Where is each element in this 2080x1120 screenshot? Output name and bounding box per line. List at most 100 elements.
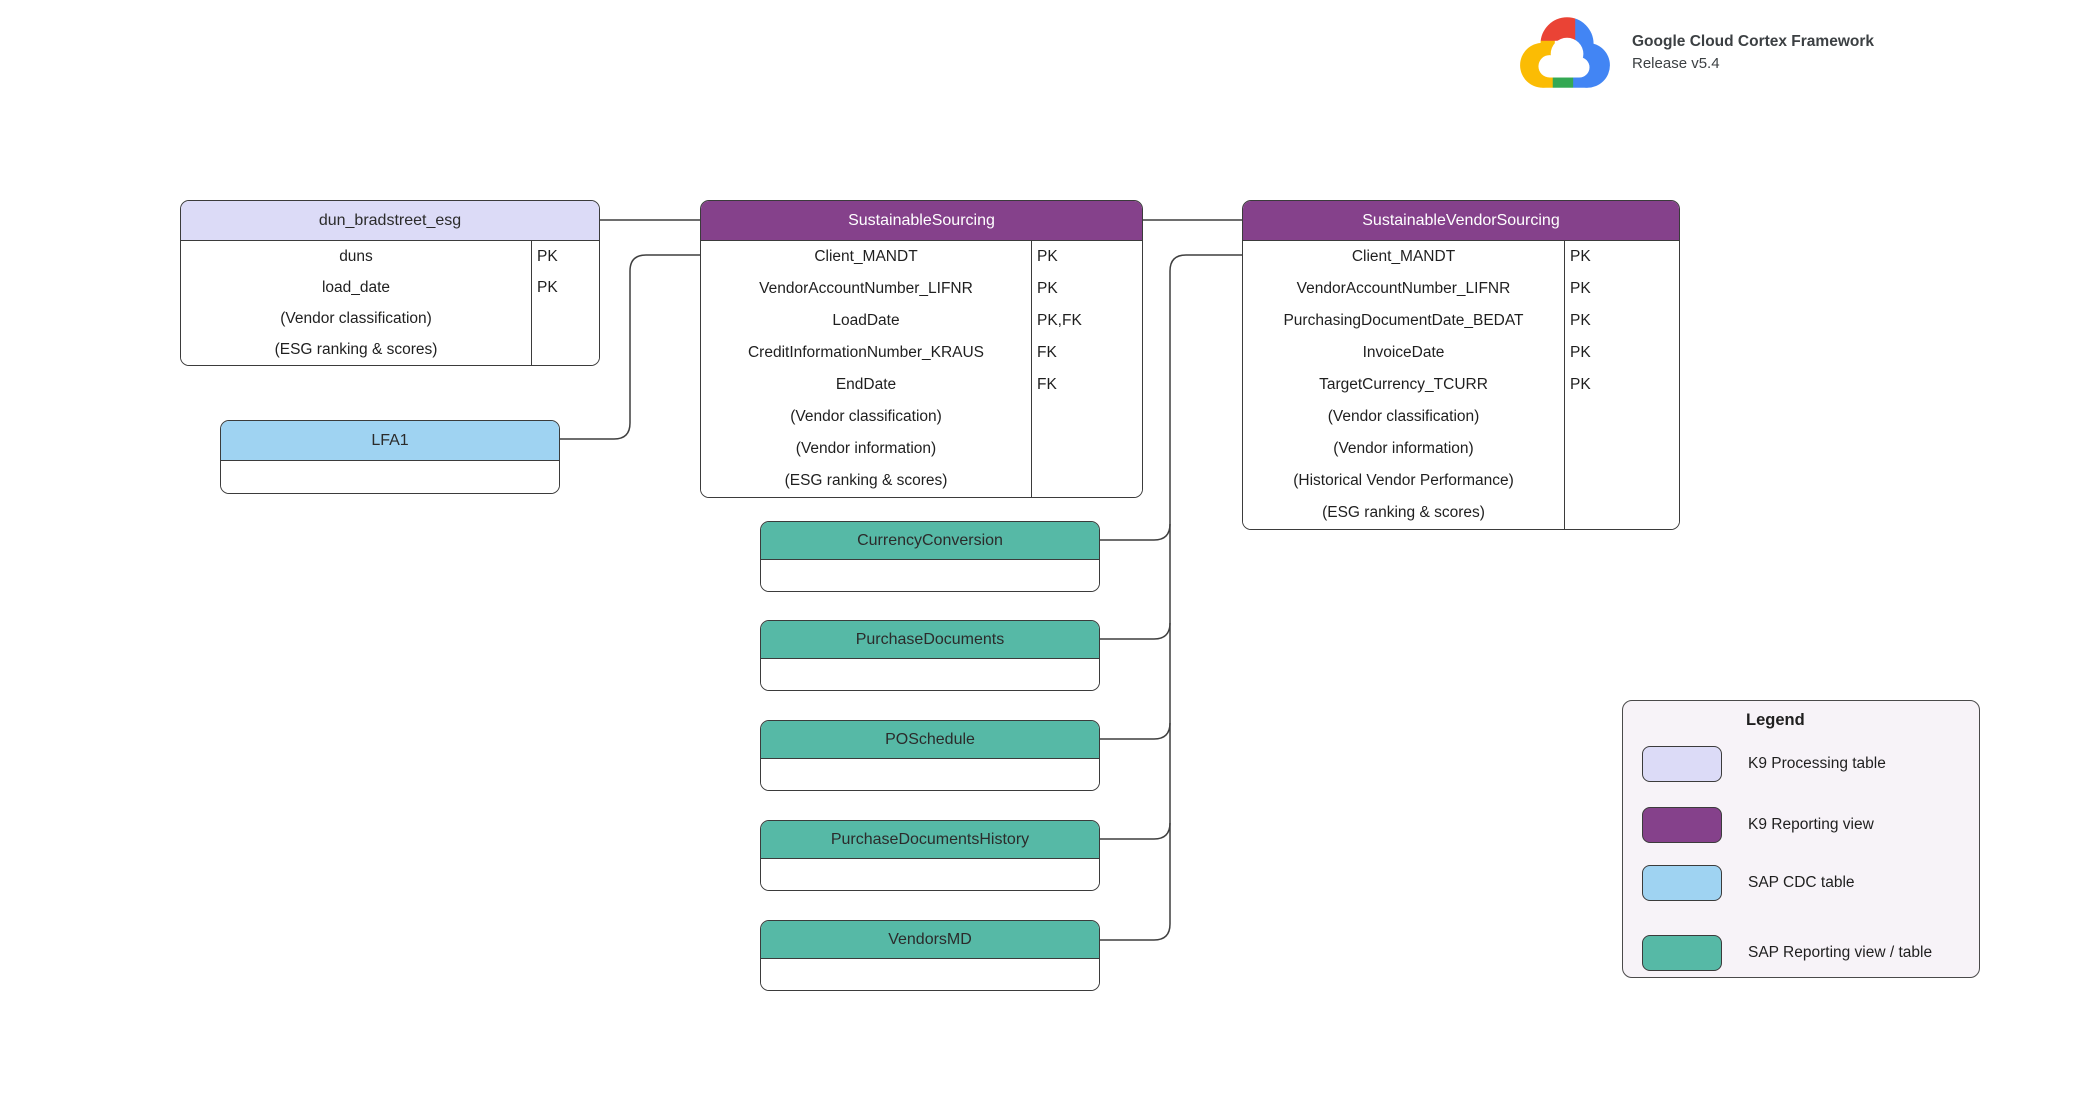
legend-label: K9 Reporting view	[1748, 816, 1874, 833]
legend-swatch-k9-reporting-view	[1642, 807, 1722, 843]
brand-text: Google Cloud Cortex Framework Release v5…	[1632, 33, 1874, 72]
entity-row: CreditInformationNumber_KRAUS FK	[701, 337, 1142, 369]
entity-title-LFA1: LFA1	[221, 421, 559, 461]
field-key: PK	[1570, 344, 1591, 361]
entity-title-dun_bradstreet_esg: dun_bradstreet_esg	[181, 201, 599, 241]
field-key: PK	[1570, 312, 1591, 329]
field-key: PK	[1037, 280, 1058, 297]
legend-swatch-sap-reporting-view-table	[1642, 935, 1722, 971]
legend-label: SAP CDC table	[1748, 874, 1855, 891]
legend-title: Legend	[1746, 711, 1805, 729]
field-name: (ESG ranking & scores)	[274, 340, 438, 358]
entity-row: (Vendor classification)	[701, 401, 1142, 433]
brand-header: Google Cloud Cortex Framework Release v5…	[1516, 12, 1874, 92]
entity-title-SustainableVendorSourcing: SustainableVendorSourcing	[1243, 201, 1679, 241]
field-key: PK	[537, 247, 558, 265]
field-key: FK	[1037, 344, 1057, 361]
brand-title: Google Cloud Cortex Framework	[1632, 32, 1875, 50]
edge-PurchaseDocumentsHistory-trunk	[1100, 822, 1171, 840]
legend-label: SAP Reporting view / table	[1748, 944, 1933, 961]
entity-row: Client_MANDT PK	[1243, 241, 1679, 273]
legend-label: K9 Processing table	[1748, 755, 1886, 772]
field-name: TargetCurrency_TCURR	[1319, 376, 1488, 393]
entity-title-PurchaseDocumentsHistory: PurchaseDocumentsHistory	[761, 821, 1099, 859]
field-name: (ESG ranking & scores)	[784, 472, 948, 489]
field-name: VendorAccountNumber_LIFNR	[759, 280, 973, 297]
field-key: PK	[1037, 248, 1058, 265]
field-name: Client_MANDT	[1351, 248, 1456, 265]
google-cloud-logo	[1516, 12, 1614, 92]
legend-item-k9-reporting-view: K9 Reporting view	[1642, 807, 1874, 843]
field-name: CreditInformationNumber_KRAUS	[747, 344, 985, 361]
edge-LFA1-SustainableSourcing	[560, 254, 700, 440]
entity-row: (ESG ranking & scores)	[181, 334, 599, 365]
entity-CurrencyConversion: CurrencyConversion	[760, 521, 1100, 592]
legend-swatch-k9-processing-table	[1642, 746, 1722, 782]
entity-title-SustainableSourcing: SustainableSourcing	[701, 201, 1142, 241]
field-key: PK	[1570, 280, 1591, 297]
entity-row: (ESG ranking & scores)	[701, 465, 1142, 497]
entity-row: (Vendor information)	[701, 433, 1142, 465]
entity-row: duns PK	[181, 241, 599, 272]
entity-VendorsMD: VendorsMD	[760, 920, 1100, 991]
field-name: (Historical Vendor Performance)	[1293, 472, 1514, 489]
entity-POSchedule: POSchedule	[760, 720, 1100, 791]
field-name: Client_MANDT	[814, 248, 918, 265]
key-column-divider	[1031, 241, 1032, 497]
entity-row: (Vendor classification)	[181, 303, 599, 334]
field-key: FK	[1037, 376, 1057, 393]
entity-row: (Vendor classification)	[1243, 401, 1679, 433]
entity-title-CurrencyConversion: CurrencyConversion	[761, 522, 1099, 560]
field-name: (ESG ranking & scores)	[1322, 504, 1485, 521]
edge-VendorsMD-SustainableVendorSourcing-trunk	[1100, 254, 1242, 941]
field-name: PurchasingDocumentDate_BEDAT	[1283, 312, 1524, 329]
field-key: PK,FK	[1037, 312, 1082, 329]
entity-row: (Historical Vendor Performance)	[1243, 465, 1679, 497]
field-name: (Vendor information)	[1333, 440, 1474, 457]
entity-row: TargetCurrency_TCURR PK	[1243, 369, 1679, 401]
field-key: PK	[537, 278, 558, 296]
edge-CurrencyConversion-trunk	[1100, 523, 1171, 541]
field-name: LoadDate	[832, 312, 900, 329]
field-name: EndDate	[835, 376, 897, 393]
legend-item-k9-processing-table: K9 Processing table	[1642, 746, 1886, 782]
field-name: (Vendor classification)	[280, 309, 432, 327]
entity-row: InvoiceDate PK	[1243, 337, 1679, 369]
legend-item-sap-cdc-table: SAP CDC table	[1642, 865, 1855, 901]
entity-PurchaseDocuments: PurchaseDocuments	[760, 620, 1100, 691]
field-key: PK	[1570, 248, 1591, 265]
field-name: (Vendor classification)	[1327, 408, 1480, 425]
field-name: (Vendor information)	[795, 440, 937, 457]
field-name: duns	[339, 247, 373, 265]
legend-swatch-sap-cdc-table	[1642, 865, 1722, 901]
entity-title-PurchaseDocuments: PurchaseDocuments	[761, 621, 1099, 659]
key-column-divider	[531, 241, 532, 365]
entity-row: VendorAccountNumber_LIFNR PK	[1243, 273, 1679, 305]
entity-row: (Vendor information)	[1243, 433, 1679, 465]
entity-PurchaseDocumentsHistory: PurchaseDocumentsHistory	[760, 820, 1100, 891]
entity-row: LoadDate PK,FK	[701, 305, 1142, 337]
entity-row: Client_MANDT PK	[701, 241, 1142, 273]
entity-row: EndDate FK	[701, 369, 1142, 401]
legend: Legend K9 Processing table K9 Reporting …	[1622, 700, 1980, 978]
legend-item-sap-reporting-view-table: SAP Reporting view / table	[1642, 935, 1932, 971]
edge-POSchedule-trunk	[1100, 722, 1171, 740]
entity-row: PurchasingDocumentDate_BEDAT PK	[1243, 305, 1679, 337]
entity-title-VendorsMD: VendorsMD	[761, 921, 1099, 959]
field-name: (Vendor classification)	[790, 408, 942, 425]
entity-LFA1: LFA1	[220, 420, 560, 494]
entity-title-POSchedule: POSchedule	[761, 721, 1099, 759]
edge-PurchaseDocuments-trunk	[1100, 622, 1171, 640]
key-column-divider	[1564, 241, 1565, 529]
brand-subtitle: Release v5.4	[1632, 54, 1720, 72]
entity-row: VendorAccountNumber_LIFNR PK	[701, 273, 1142, 305]
field-key: PK	[1570, 376, 1591, 393]
field-name: VendorAccountNumber_LIFNR	[1296, 280, 1511, 297]
field-name: InvoiceDate	[1362, 344, 1445, 361]
